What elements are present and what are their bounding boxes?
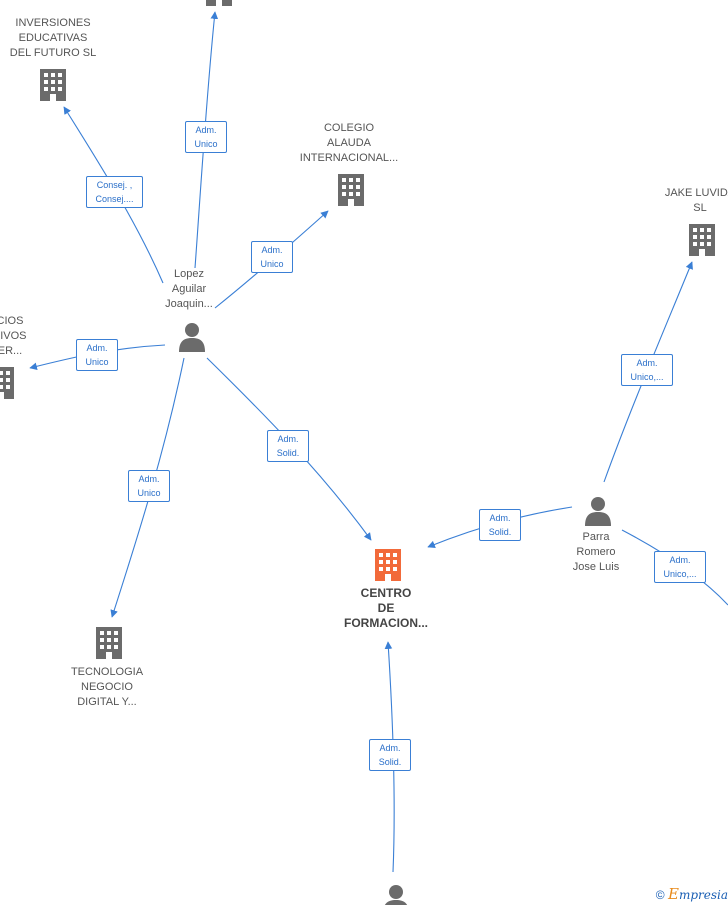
edge-badge-servicios[interactable]: Adm.Unico bbox=[76, 339, 118, 371]
building-icon bbox=[375, 549, 401, 581]
edge-badge-top[interactable]: Adm.Unico bbox=[185, 121, 227, 153]
edge-badge-colegio[interactable]: Adm.Unico bbox=[251, 241, 293, 273]
brand-logo-e: E bbox=[667, 885, 679, 903]
copyright-symbol: © bbox=[655, 888, 665, 902]
building-icon bbox=[206, 0, 232, 6]
brand-logo-text: mpresia bbox=[678, 888, 728, 902]
building-icon bbox=[689, 224, 715, 256]
person-icon bbox=[383, 885, 409, 905]
building-icon bbox=[0, 367, 14, 399]
person-icon bbox=[585, 497, 611, 526]
node-label-jake[interactable]: JAKE LUVIDASL bbox=[664, 187, 728, 214]
building-icon bbox=[96, 627, 122, 659]
building-icon bbox=[338, 174, 364, 206]
edge-badge-jake[interactable]: Adm.Unico,... bbox=[621, 354, 673, 386]
edge-badge-tecnologia[interactable]: Adm.Unico bbox=[128, 470, 170, 502]
edge-badge-inversiones[interactable]: Consej. ,Consej.... bbox=[86, 176, 143, 208]
edge-badge-parra-right[interactable]: Adm.Unico,... bbox=[654, 551, 706, 583]
edge-badge-lopez-centro[interactable]: Adm.Solid. bbox=[267, 430, 309, 462]
edge-badge-bottom[interactable]: Adm.Solid. bbox=[369, 739, 411, 771]
person-icon bbox=[179, 323, 205, 352]
footer-brand: © Empresia bbox=[656, 885, 728, 903]
node-label-servicios[interactable]: CIOSTIVOSER... bbox=[0, 315, 27, 357]
edge-badge-parra-centro[interactable]: Adm.Solid. bbox=[479, 509, 521, 541]
building-icon bbox=[40, 69, 66, 101]
